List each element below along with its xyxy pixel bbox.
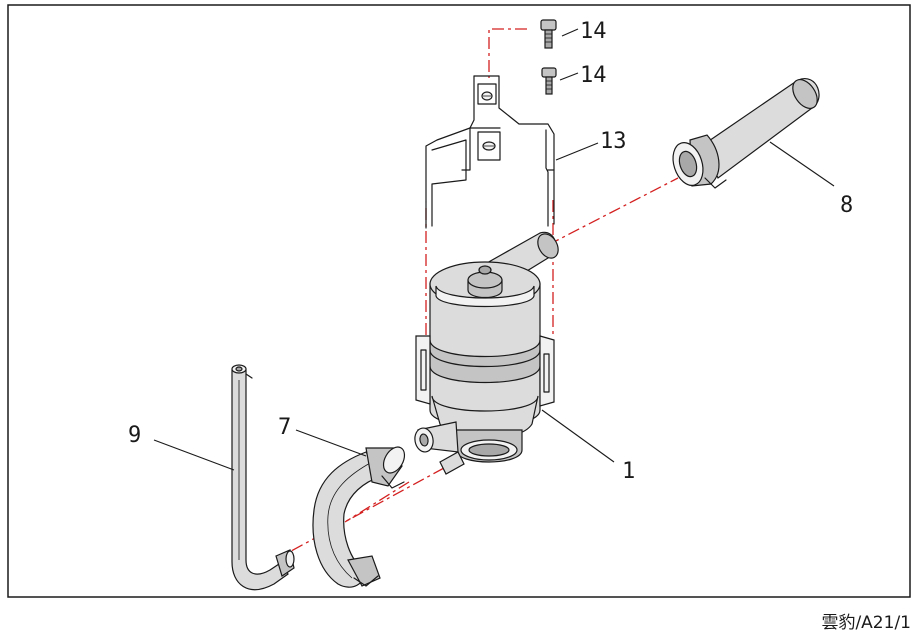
drawing-frame [7,4,911,598]
centerlines [281,28,679,557]
callout-canister: 1 [622,459,635,484]
callout-bracket: 13 [600,129,627,154]
bolt-top [540,19,557,49]
hose-right [672,77,820,189]
callout-elbow-hose: 7 [278,415,291,440]
bolt-lower [541,67,557,95]
drawing-code: 雲豹/A21/1 [821,613,911,633]
callout-hose-right: 8 [840,193,853,218]
hose-left [231,364,295,591]
callout-bolt-lower: 14 [580,63,607,88]
bracket [425,75,555,229]
canister [414,231,559,475]
elbow-hose [312,446,406,588]
leader-lines [153,28,835,471]
callout-bolt-top: 14 [580,19,607,44]
callout-hose-left: 9 [128,423,141,448]
